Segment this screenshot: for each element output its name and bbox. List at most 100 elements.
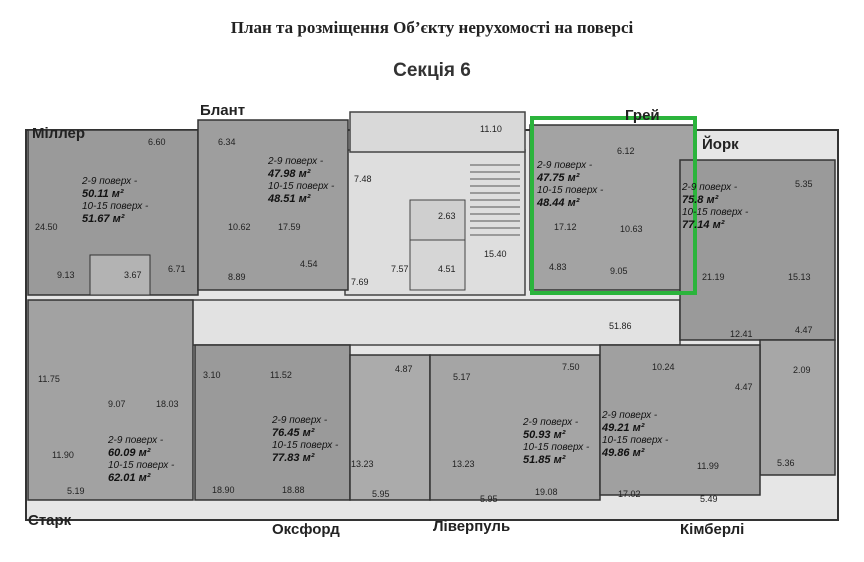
room-area: 4.47 xyxy=(735,382,753,392)
room-area: 11.99 xyxy=(697,461,719,471)
apartment-miller-bath xyxy=(89,254,151,296)
room-area: 8.89 xyxy=(228,272,246,282)
floors-b: 10-15 поверх - xyxy=(272,440,339,452)
room-area: 5.95 xyxy=(372,489,390,499)
floors-b: 10-15 поверх - xyxy=(523,442,590,454)
room-area: 21.19 xyxy=(702,272,725,282)
room-area: 17.12 xyxy=(554,222,577,232)
room-area: 9.13 xyxy=(57,270,75,280)
floors-a: 2-9 поверх - xyxy=(268,156,324,167)
room-area: 13.23 xyxy=(351,459,374,469)
floors-a: 2-9 поверх - xyxy=(523,417,579,428)
room-area: 11.75 xyxy=(38,374,60,384)
apartment-stark xyxy=(27,299,194,501)
room-area: 3.10 xyxy=(203,370,221,380)
floors-a: 2-9 поверх - xyxy=(108,435,164,446)
floors-b: 10-15 поверх - xyxy=(537,185,604,197)
room-area: 5.49 xyxy=(700,494,718,504)
floors-b: 10-15 поверх - xyxy=(682,207,749,219)
room-area: 10.24 xyxy=(652,362,675,372)
apartment-area-miller: 2-9 поверх - 50.11 м² 10-15 поверх - 51.… xyxy=(82,176,148,226)
room-area: 6.71 xyxy=(168,264,186,274)
room-area: 11.52 xyxy=(270,370,292,380)
apartment-area-blant: 2-9 поверх - 47.98 м² 10-15 поверх - 48.… xyxy=(268,156,334,206)
room-area: 9.05 xyxy=(610,266,628,276)
apartment-oxford-wing xyxy=(349,354,431,501)
room-area: 5.35 xyxy=(795,179,813,189)
area-b: 49.86 м² xyxy=(602,447,645,460)
room-area: 19.08 xyxy=(535,487,558,497)
apartment-liverpool xyxy=(429,354,601,501)
area-a: 50.11 м² xyxy=(82,188,124,200)
apartment-york-lower xyxy=(759,339,836,476)
floors-a: 2-9 поверх - xyxy=(537,160,593,171)
common-area: 11.10 xyxy=(480,124,502,134)
room-area: 17.59 xyxy=(278,222,301,232)
apartment-area-stark: 2-9 поверх - 60.09 м² 10-15 поверх - 62.… xyxy=(108,435,174,485)
room-area: 4.83 xyxy=(549,262,567,272)
room-area: 6.60 xyxy=(148,137,166,147)
label-grey: Грей xyxy=(625,107,660,124)
room-area: 3.67 xyxy=(124,270,142,280)
apartment-york xyxy=(679,159,836,341)
stairs xyxy=(470,164,520,236)
room-area: 2.09 xyxy=(793,365,811,375)
room-area: 6.12 xyxy=(617,146,635,156)
room-area: 6.34 xyxy=(218,137,236,147)
label-miller: Міллер xyxy=(32,125,86,142)
floors-a: 2-9 поверх - xyxy=(82,176,138,187)
floors-b: 10-15 поверх - xyxy=(268,181,335,193)
room-area: 18.88 xyxy=(282,485,305,495)
area-b: 48.51 м² xyxy=(268,193,311,206)
room-area: 13.23 xyxy=(452,459,475,469)
room-area: 11.90 xyxy=(52,450,74,460)
area-a: 60.09 м² xyxy=(108,447,151,459)
apartment-kimberly xyxy=(599,344,761,496)
apartment-area-kimberly: 2-9 поверх - 49.21 м² 10-15 поверх - 49.… xyxy=(602,410,668,460)
area-b: 51.85 м² xyxy=(523,454,566,467)
room-area: 4.87 xyxy=(395,364,413,374)
area-b: 51.67 м² xyxy=(82,213,125,226)
floors-b: 10-15 поверх - xyxy=(602,435,669,447)
room-area: 4.47 xyxy=(795,325,813,335)
room-area: 15.13 xyxy=(788,272,811,282)
common-area: 4.51 xyxy=(438,264,456,274)
room-area: 12.41 xyxy=(730,329,753,339)
room-area: 10.63 xyxy=(620,224,643,234)
room-area: 17.02 xyxy=(618,489,641,499)
floors-b: 10-15 поверх - xyxy=(108,460,175,472)
room-area: 7.50 xyxy=(562,362,580,372)
apartment-oxford xyxy=(194,344,351,501)
room-area: 24.50 xyxy=(35,222,58,232)
floors-a: 2-9 поверх - xyxy=(602,410,658,421)
area-b: 48.44 м² xyxy=(537,197,580,210)
label-oxford: Оксфорд xyxy=(272,521,340,538)
room-area: 5.17 xyxy=(453,372,471,382)
area-a: 47.98 м² xyxy=(268,168,311,180)
apartment-area-grey: 2-9 поверх - 47.75 м² 10-15 поверх - 48.… xyxy=(537,160,603,210)
room-area: 9.07 xyxy=(108,399,126,409)
area-a: 49.21 м² xyxy=(602,422,645,434)
room-area: 5.36 xyxy=(777,458,795,468)
common-area: 7.48 xyxy=(354,174,372,184)
apartment-area-liverpool: 2-9 поверх - 50.93 м² 10-15 поверх - 51.… xyxy=(523,417,589,467)
room-area: 10.62 xyxy=(228,222,251,232)
plan-title: План та розміщення Об’єкту нерухомості н… xyxy=(230,18,634,37)
area-b: 77.14 м² xyxy=(682,219,725,232)
room-area: 18.90 xyxy=(212,485,235,495)
top-hall xyxy=(349,111,526,153)
area-a: 47.75 м² xyxy=(537,172,580,184)
label-stark: Старк xyxy=(28,512,72,529)
floors-a: 2-9 поверх - xyxy=(272,415,328,426)
area-b: 62.01 м² xyxy=(108,472,151,485)
apartment-area-oxford: 2-9 поверх - 76.45 м² 10-15 поверх - 77.… xyxy=(272,415,338,465)
floors-a: 2-9 поверх - xyxy=(682,182,738,193)
apartment-blant xyxy=(197,119,349,291)
common-area: 51.86 xyxy=(609,321,632,331)
area-a: 76.45 м² xyxy=(272,427,315,439)
room-area: 18.03 xyxy=(156,399,179,409)
common-area: 7.57 xyxy=(391,264,409,274)
apartment-grey xyxy=(529,124,696,291)
room-area: 4.54 xyxy=(300,259,318,269)
